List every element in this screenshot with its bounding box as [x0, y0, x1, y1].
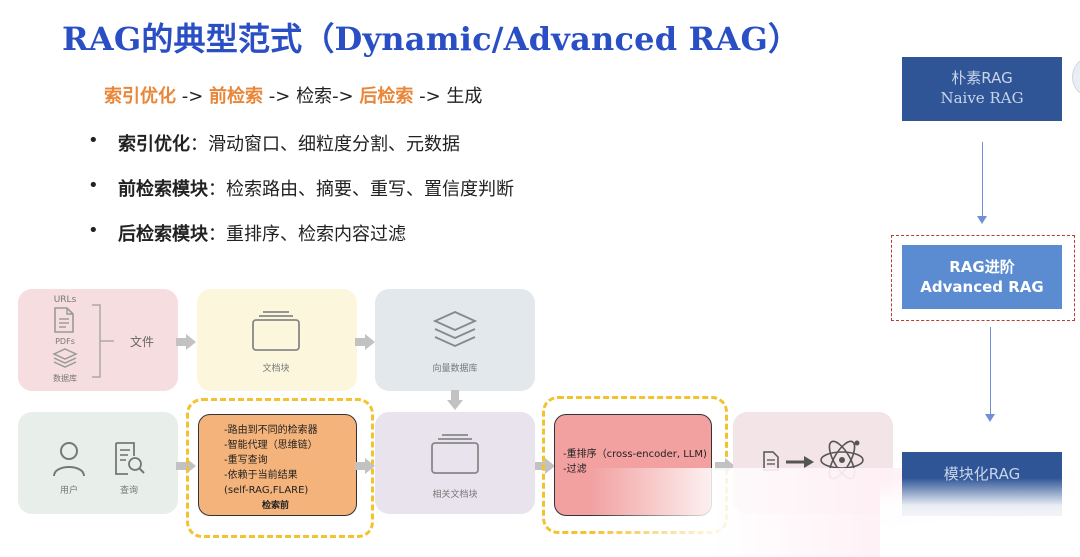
window-icon [252, 311, 300, 351]
search-doc-icon [115, 442, 145, 475]
bullet-sep: ： [208, 179, 226, 200]
arrow-down-icon [985, 414, 995, 422]
connector-line [990, 327, 991, 415]
pre-line: -路由到不同的检索器 [224, 425, 318, 436]
bullet-term: 前检索模块 [118, 179, 208, 200]
stage-advanced-line1: RAG进阶 [949, 258, 1015, 276]
user-icon [53, 442, 85, 477]
arrow-down-icon [977, 216, 987, 224]
bullet-term: 后检索模块 [118, 224, 208, 245]
step-post-retrieval: 后检索 [359, 86, 414, 107]
urls-label: URLs [53, 295, 77, 305]
step-pre-retrieval: 前检索 [209, 86, 264, 107]
doc-chunk-box [197, 289, 357, 391]
arrow-text: -> [176, 86, 210, 107]
layers-icon [432, 311, 478, 347]
related-chunks-box [375, 412, 535, 514]
bullet-item: 索引优化：滑动窗口、细粒度分割、元数据 [88, 130, 514, 155]
stage-naive-line2: Naive RAG [940, 89, 1024, 107]
file-label: 文件 [129, 335, 154, 349]
pre-line: -智能代理（思维链） [224, 440, 318, 451]
bullet-detail: 滑动窗口、细粒度分割、元数据 [208, 134, 460, 155]
stage-fade [880, 478, 1080, 557]
step-retrieval: 检索 [296, 86, 333, 107]
bullet-sep: ： [208, 224, 226, 245]
arrow-right-icon [176, 458, 196, 474]
post-retrieval-text: -重排序（cross-encoder, LLM) -过滤 [563, 447, 707, 477]
stage-advanced [902, 245, 1062, 309]
step-generation: 生成 [446, 86, 483, 107]
post-line: -过滤 [563, 464, 587, 475]
user-label: 用户 [59, 486, 78, 496]
arrow-right-icon [786, 456, 814, 468]
query-label: 查询 [119, 486, 138, 496]
vector-db-label: 向量数据库 [432, 364, 478, 374]
pdf-icon [54, 307, 74, 333]
step-index-opt: 索引优化 [104, 86, 176, 107]
pre-line: (self-RAG,FLARE) [224, 485, 309, 496]
arrow-text: -> [332, 86, 360, 107]
bullet-list: 索引优化：滑动窗口、细粒度分割、元数据 前检索模块：检索路由、摘要、重写、置信度… [88, 130, 514, 265]
edge-circle-icon [1072, 58, 1080, 96]
bullet-term: 索引优化 [118, 134, 190, 155]
pre-retrieval-caption: 检索前 [262, 501, 290, 511]
stage-advanced-line2: Advanced RAG [920, 278, 1044, 296]
arrow-right-icon [355, 334, 375, 350]
layers-icon [52, 348, 78, 368]
arrow-right-icon [535, 458, 555, 474]
bullet-detail: 重排序、检索内容过滤 [226, 224, 406, 245]
pre-retrieval-text: -路由到不同的检索器 -智能代理（思维链） -重写查询 -依赖于当前结果 (se… [224, 423, 318, 498]
arrow-right-icon [715, 458, 735, 474]
bullet-item: 前检索模块：检索路由、摘要、重写、置信度判断 [88, 175, 514, 200]
connector-line [982, 142, 983, 216]
document-icon [763, 451, 779, 471]
bullet-item: 后检索模块：重排序、检索内容过滤 [88, 220, 514, 245]
db-label: 数据库 [53, 374, 77, 383]
bullet-sep: ： [190, 134, 208, 155]
arrow-down-icon [447, 390, 463, 410]
doc-chunk-label: 文档块 [262, 364, 290, 374]
pre-retrieval-box [198, 414, 357, 516]
arrow-text: -> [413, 86, 447, 107]
page-title: RAG的典型范式（Dynamic/Advanced RAG） [62, 20, 801, 58]
bullet-detail: 检索路由、摘要、重写、置信度判断 [226, 179, 514, 200]
vector-db-box [375, 289, 535, 391]
sources-box [18, 289, 178, 391]
pre-line: -重写查询 [224, 455, 268, 466]
pdfs-label: PDFs [55, 337, 75, 346]
user-query-box [18, 412, 178, 514]
arrow-right-icon [355, 458, 375, 474]
advanced-dash [891, 235, 1075, 321]
window-icon [431, 434, 479, 474]
stage-naive [902, 57, 1062, 121]
bracket-icon [92, 304, 114, 378]
stage-naive-line1: 朴素RAG [951, 69, 1013, 87]
pipeline-steps: 索引优化 -> 前检索 -> 检索-> 后检索 -> 生成 [104, 82, 482, 108]
arrow-text: -> [263, 86, 297, 107]
arrow-right-icon [176, 334, 196, 350]
pre-line: -依赖于当前结果 [224, 470, 298, 481]
post-line: -重排序（cross-encoder, LLM) [563, 449, 707, 460]
related-chunks-label: 相关文档块 [432, 490, 478, 500]
